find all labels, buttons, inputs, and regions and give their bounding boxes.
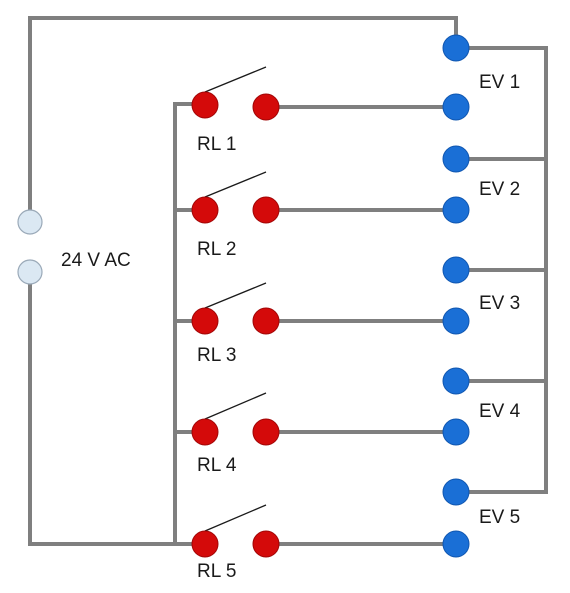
relay-5-input-contact [191,530,219,558]
relay-2-input-contact [191,196,219,224]
relay-5: RL 5 [191,504,280,582]
relay-4-switch-arm [204,392,267,420]
relay-4: RL 4 [191,392,280,476]
valve-3-terminal-b [442,307,470,335]
relay-3-input-contact [191,307,219,335]
wires [28,16,548,546]
relay-1-input-contact [191,91,219,119]
valve-1-terminal-a [442,34,470,62]
valve-4-terminal-b [442,418,470,446]
valve-5: EV 5 [442,478,520,558]
relay-3-switch-arm [204,282,267,309]
relay-2-switch-arm [204,171,267,198]
relay-3-output-contact [252,307,280,335]
relay-2-output-contact [252,196,280,224]
relay-4-input-contact [191,418,219,446]
relay-1-switch-arm [204,66,267,93]
valve-2-label: EV 2 [479,179,520,200]
relay-4-label: RL 4 [197,455,237,476]
valve-2-terminal-a [442,145,470,173]
supply-terminal-1 [17,209,43,235]
wire-supply-to-ev1 [28,16,458,222]
relay-4-output-contact [252,418,280,446]
valve-2-terminal-b [442,196,470,224]
relay-1-label: RL 1 [197,134,236,155]
valve-3-label: EV 3 [479,293,520,314]
valve-4: EV 4 [442,367,521,446]
supply-terminal-2 [17,259,43,285]
relay-5-label: RL 5 [197,561,236,582]
wire-supply-to-bus [28,270,177,546]
valve-2: EV 2 [442,145,520,224]
valve-1-terminal-b [442,93,470,121]
relay-5-switch-arm [204,504,267,532]
valve-3: EV 3 [442,256,520,335]
valve-3-terminal-a [442,256,470,284]
valve-4-label: EV 4 [479,401,521,422]
valve-1-label: EV 1 [479,72,520,93]
valve-5-label: EV 5 [479,507,520,528]
relay-3: RL 3 [191,282,280,366]
valve-4-terminal-a [442,367,470,395]
valve-5-terminal-a [442,478,470,506]
relay-3-label: RL 3 [197,345,236,366]
relay-2: RL 2 [191,171,280,260]
relay-1: RL 1 [191,66,280,155]
valve-5-terminal-b [442,530,470,558]
relay-1-output-contact [252,93,280,121]
valve-1: EV 1 [442,34,520,121]
supply-label: 24 V AC [61,250,131,271]
relay-2-label: RL 2 [197,239,236,260]
relay-5-output-contact [252,530,280,558]
